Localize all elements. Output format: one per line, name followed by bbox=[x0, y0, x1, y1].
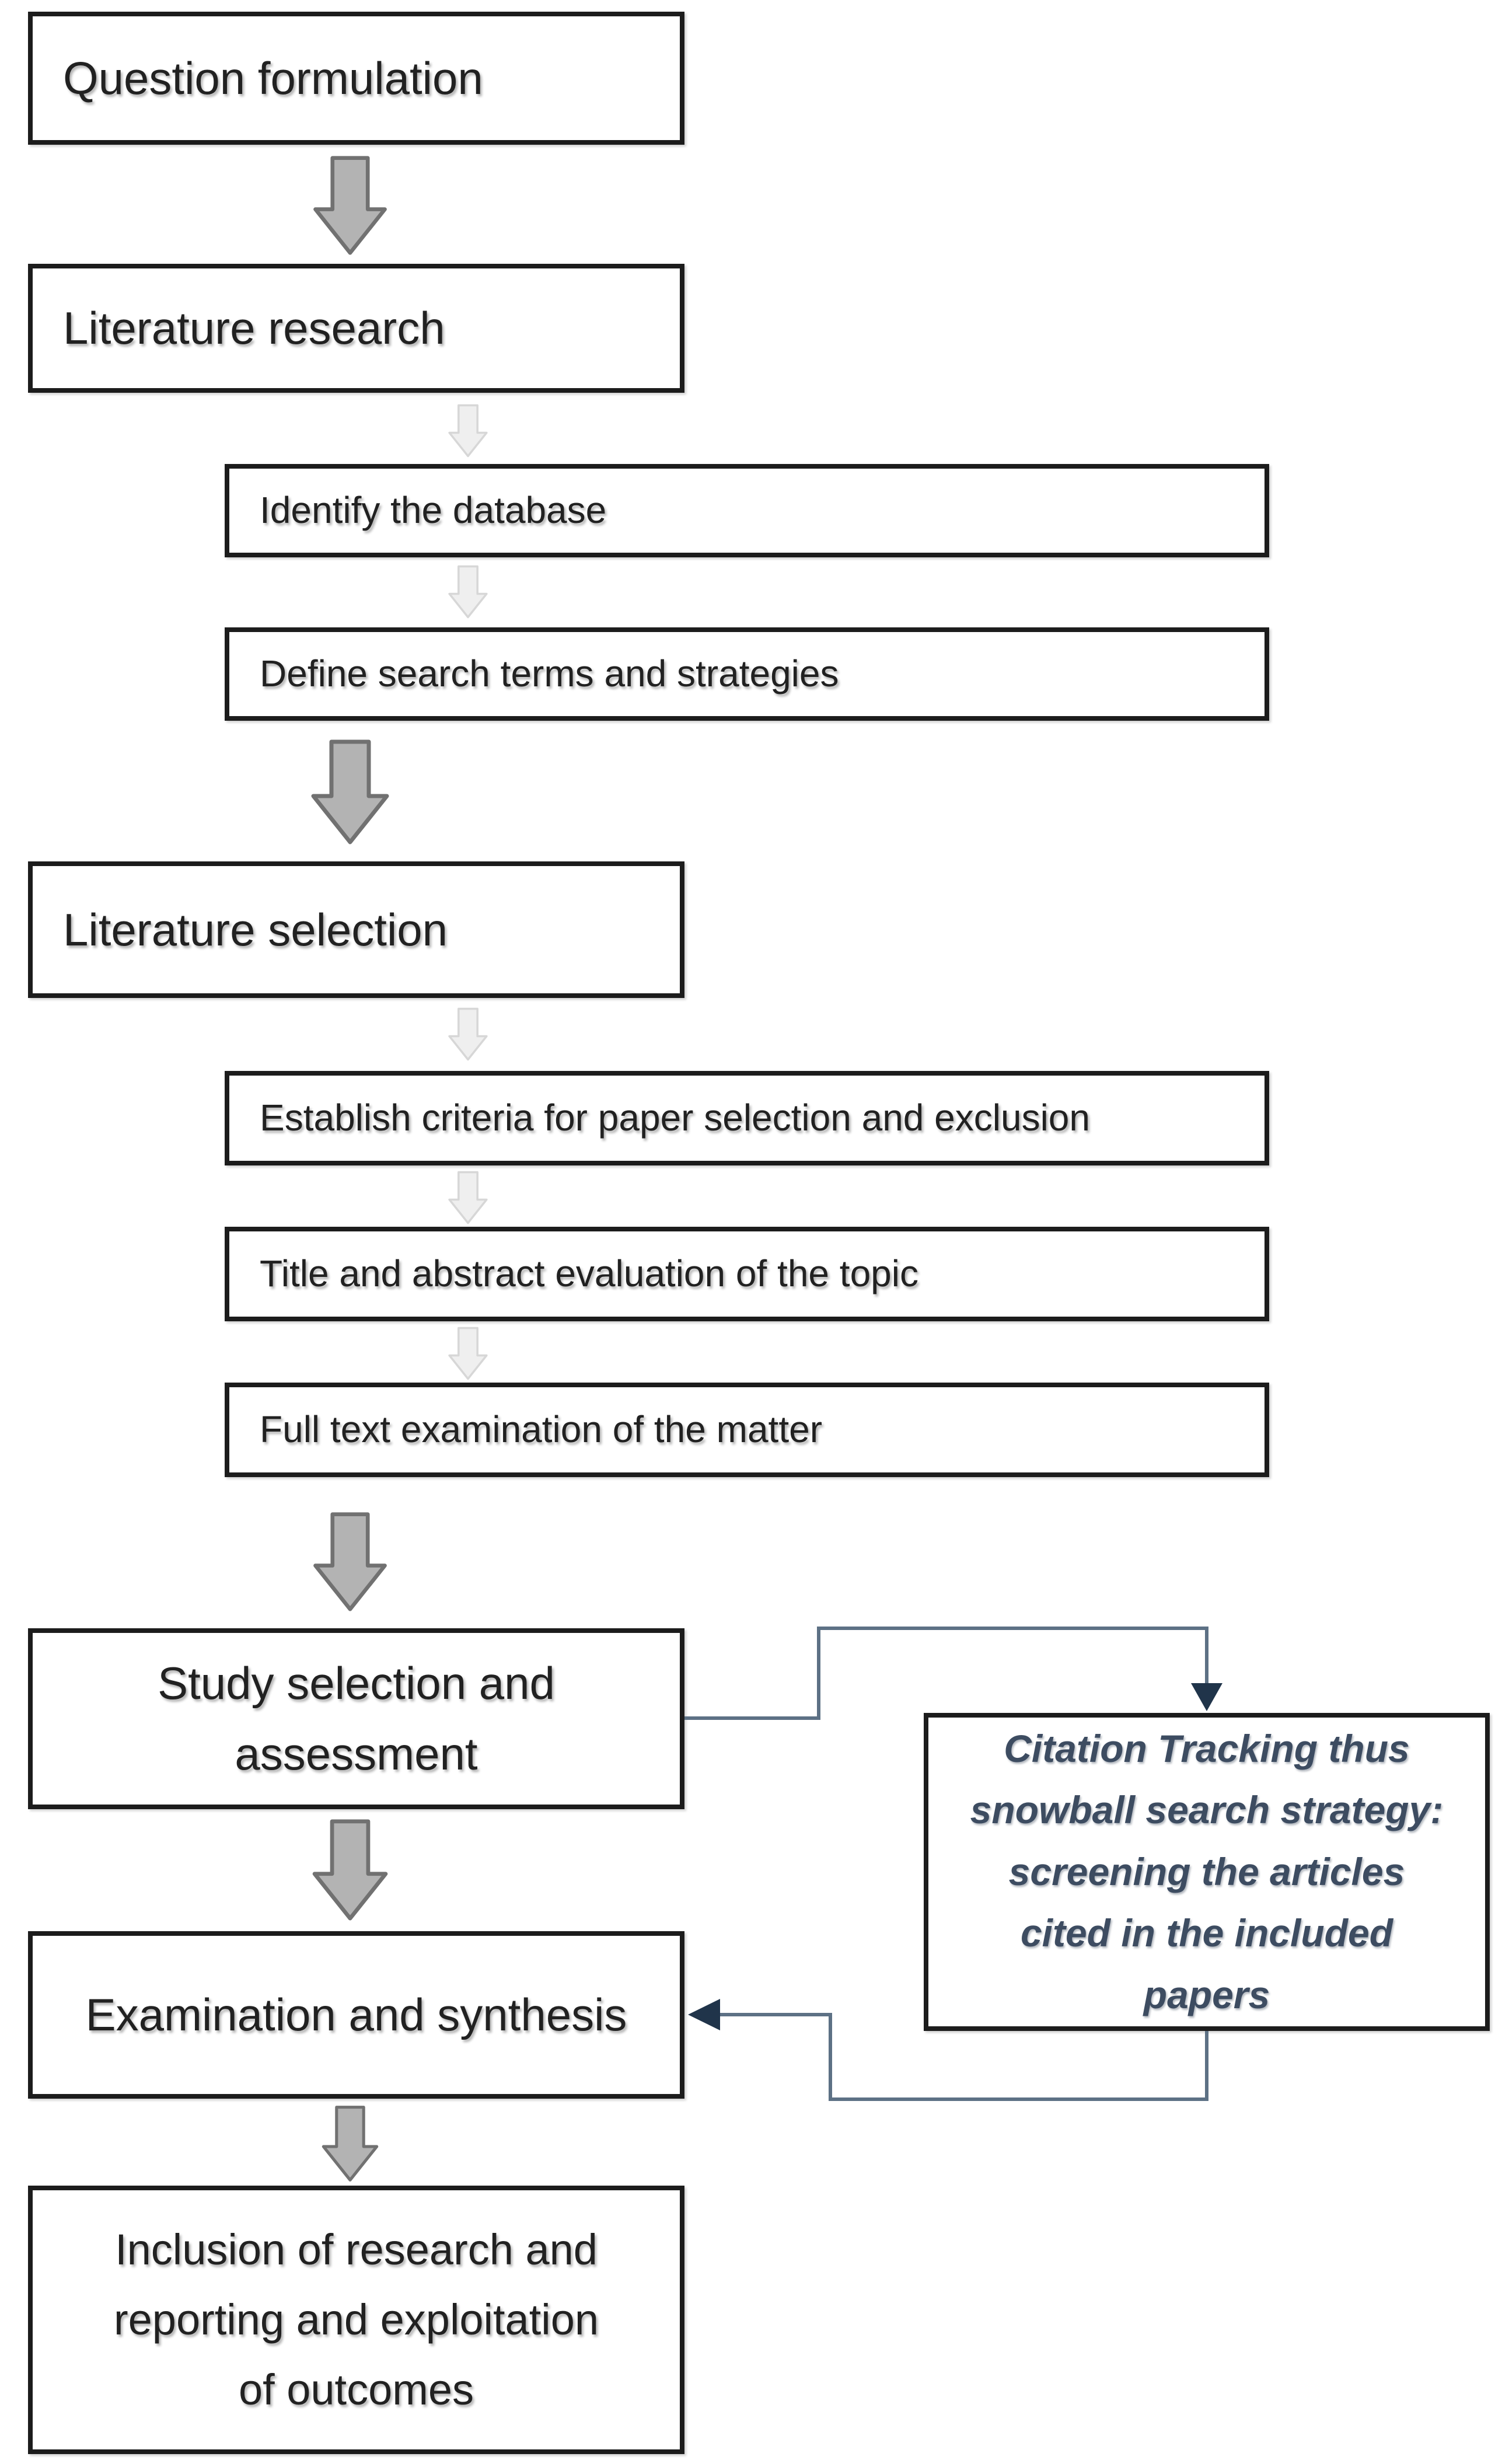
connector-line bbox=[1205, 1627, 1208, 1686]
flow-box-full-text-examination: Full text examination of the matter bbox=[225, 1383, 1269, 1477]
arrowhead-down-icon bbox=[1191, 1683, 1222, 1711]
flow-box-label: Identify the database bbox=[260, 489, 607, 532]
connector-line bbox=[1205, 2031, 1208, 2101]
flow-box-define-search-terms: Define search terms and strategies bbox=[225, 627, 1269, 721]
connector-line bbox=[719, 2013, 832, 2016]
flow-box-label: Establish criteria for paper selection a… bbox=[260, 1097, 1090, 1139]
flow-box-literature-research: Literature research bbox=[28, 264, 684, 393]
down-block-arrow-icon bbox=[448, 565, 488, 619]
connector-line bbox=[817, 1627, 820, 1720]
flow-box-label: Full text examination of the matter bbox=[260, 1408, 822, 1451]
down-block-arrow-icon bbox=[448, 404, 488, 458]
flow-box-establish-criteria: Establish criteria for paper selection a… bbox=[225, 1071, 1269, 1165]
flow-box-label: Examination and synthesis bbox=[85, 1989, 627, 2041]
flow-box-label: Define search terms and strategies bbox=[260, 652, 839, 695]
flow-box-literature-selection: Literature selection bbox=[28, 861, 684, 998]
flow-box-citation-tracking: Citation Tracking thus snowball search s… bbox=[924, 1713, 1490, 2031]
flow-box-inclusion-outcomes: Inclusion of research and reporting and … bbox=[28, 2186, 684, 2454]
flow-box-label: Study selection and assessment bbox=[158, 1657, 555, 1779]
connector-line bbox=[684, 1716, 819, 1720]
arrowhead-left-icon bbox=[688, 1999, 720, 2030]
flow-box-label: Literature selection bbox=[63, 903, 448, 955]
down-block-arrow-icon bbox=[448, 1007, 488, 1061]
down-block-arrow-icon bbox=[448, 1171, 488, 1224]
down-block-arrow-icon bbox=[448, 1327, 488, 1380]
connector-line bbox=[829, 2097, 1208, 2101]
flow-box-identify-database: Identify the database bbox=[225, 464, 1269, 557]
flow-box-question-formulation: Question formulation bbox=[28, 12, 684, 145]
flow-box-label: Citation Tracking thus snowball search s… bbox=[970, 1726, 1444, 2016]
flow-box-examination-synthesis: Examination and synthesis bbox=[28, 1931, 684, 2099]
down-block-arrow-icon bbox=[313, 156, 387, 255]
flow-box-study-selection-assessment: Study selection and assessment bbox=[28, 1628, 684, 1809]
down-block-arrow-icon bbox=[313, 1512, 387, 1611]
down-block-arrow-icon bbox=[322, 2106, 379, 2182]
down-block-arrow-icon bbox=[311, 739, 389, 844]
flow-box-label: Inclusion of research and reporting and … bbox=[113, 2225, 599, 2414]
connector-line bbox=[829, 2013, 832, 2101]
flow-box-label: Question formulation bbox=[63, 52, 483, 104]
connector-line bbox=[817, 1627, 1208, 1630]
flow-box-label: Title and abstract evaluation of the top… bbox=[260, 1252, 918, 1295]
down-block-arrow-icon bbox=[312, 1819, 388, 1921]
flow-box-title-abstract-evaluation: Title and abstract evaluation of the top… bbox=[225, 1227, 1269, 1321]
flow-box-label: Literature research bbox=[63, 302, 445, 354]
